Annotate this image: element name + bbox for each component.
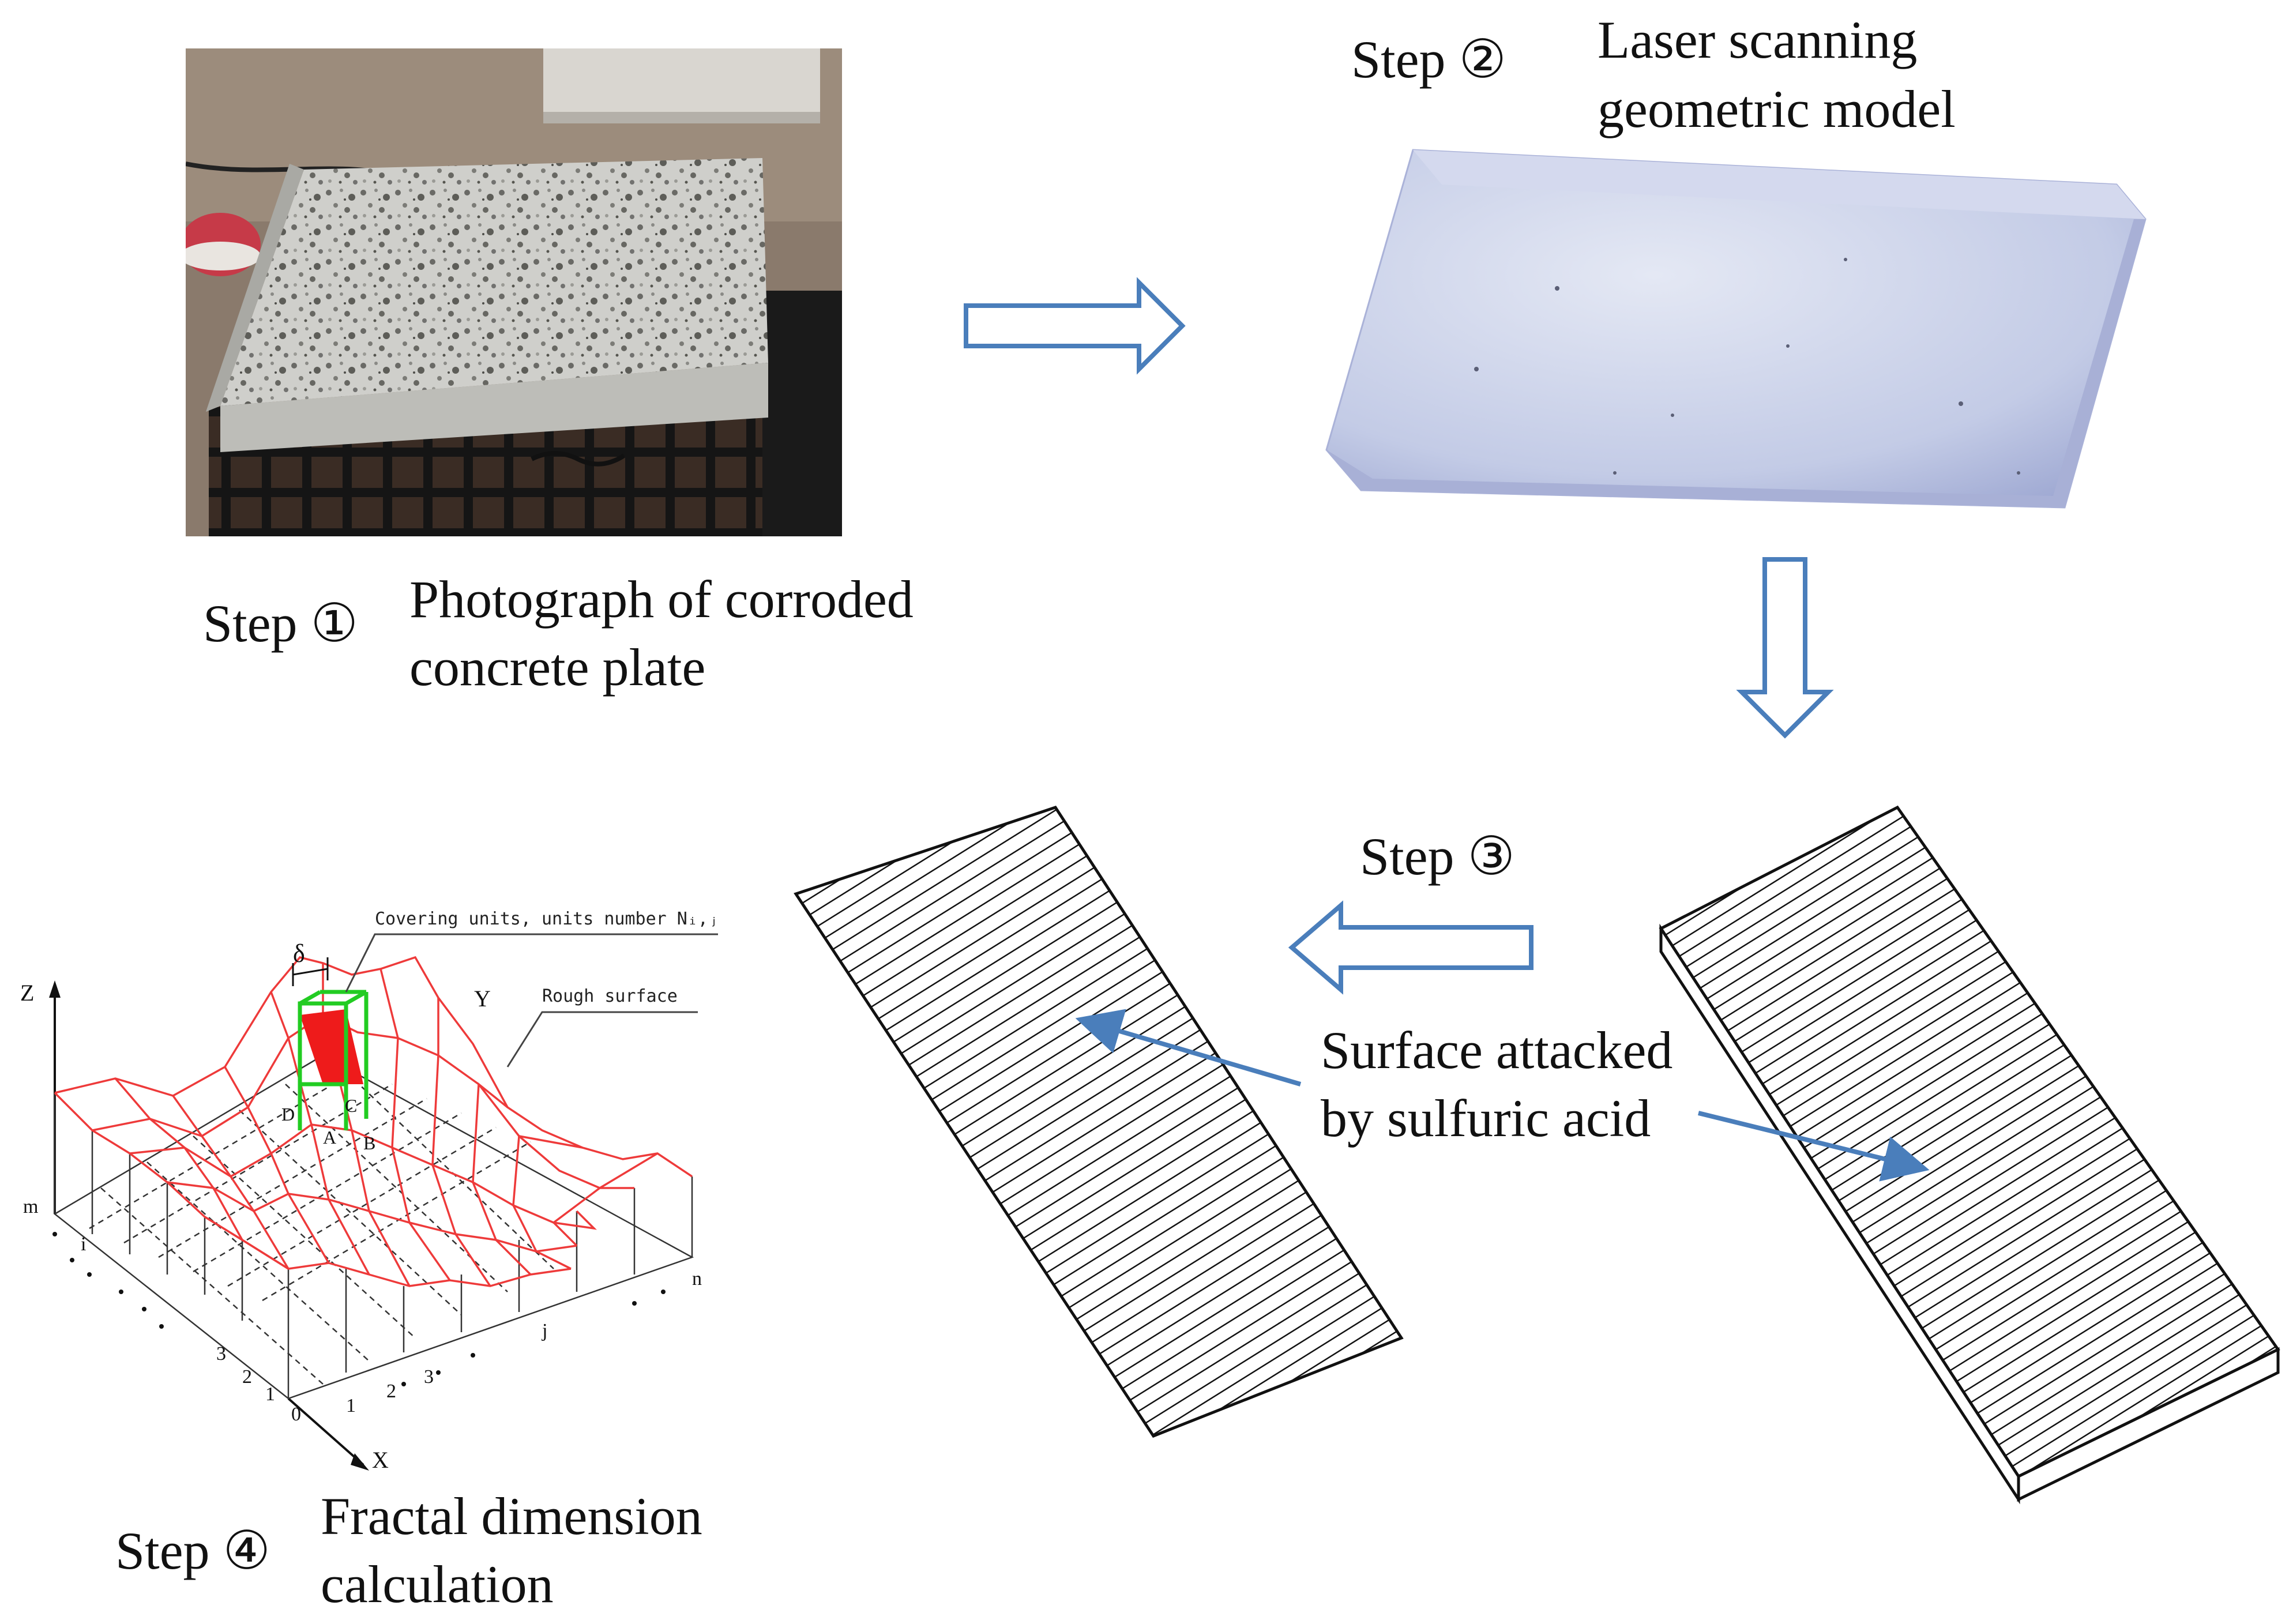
y-tick-1: 1 [346,1395,356,1416]
corner-b-label: B [363,1133,376,1153]
m-label: m [23,1196,39,1217]
concrete-plate-photo [186,48,842,536]
j-label: j [542,1320,548,1341]
y-tick-3: 3 [424,1366,434,1388]
z-axis-label: Z [20,980,35,1006]
step1-caption-line2: concrete plate [409,638,706,697]
origin-label: 0 [291,1404,301,1425]
step4-label: Step ④ [115,1521,271,1580]
corner-d-label: D [281,1104,295,1125]
step2-label: Step ② [1351,30,1507,89]
i-label: i [81,1234,87,1255]
hatched-plate-left [794,806,1404,1438]
rough-surface-callout: Rough surface [542,986,678,1006]
surface-annotation-line2: by sulfuric acid [1321,1089,1651,1148]
x-tick-2: 2 [242,1366,252,1388]
arrow-right-hollow [964,277,1186,375]
y-axis-label: Y [474,986,491,1012]
covering-unit-box [292,957,369,1130]
step4-caption-line2: calculation [321,1555,554,1614]
step2-caption-line2: geometric model [1598,80,1956,138]
step1-caption-line1: Photograph of corroded [409,570,914,629]
covering-units-callout: Covering units, units number Nᵢ,ⱼ [375,909,719,929]
y-tick-2: 2 [386,1381,396,1402]
arrow-left-hollow [1288,900,1533,995]
step2-caption-line1: Laser scanning [1598,10,1918,69]
corner-c-label: C [345,1095,358,1116]
x-tick-3: 3 [216,1343,226,1364]
corner-a-label: A [323,1127,337,1148]
annotation-arrow-left [1075,1009,1302,1087]
annotation-arrow-right [1698,1111,1930,1182]
fractal-surface-plot [49,933,718,1471]
x-axis [287,1397,364,1466]
x-axis-label: X [372,1447,389,1473]
hatched-plate-right [1659,805,2280,1505]
surface-annotation-line1: Surface attacked [1321,1021,1673,1080]
x-tick-1: 1 [265,1384,275,1405]
step1-label: Step ① [203,594,359,653]
n-label: n [692,1268,702,1290]
step4-caption-line1: Fractal dimension [321,1487,702,1546]
laser-scan-model [1325,149,2147,509]
delta-label: δ [293,939,305,968]
arrow-down-hollow [1736,557,1834,739]
step3-label: Step ③ [1360,827,1516,886]
